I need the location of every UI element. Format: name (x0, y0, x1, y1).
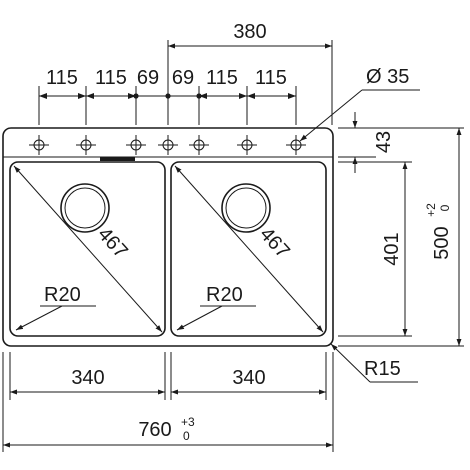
dim-label-401: 401 (381, 232, 403, 265)
corner-radius-label: R15 (364, 358, 401, 380)
hole-spacing-label-2: 115 (95, 67, 127, 89)
tap-hole-icon (126, 135, 146, 155)
dim-tol-500-upper: +2 (424, 203, 438, 217)
left-diagonal-line (13, 165, 163, 333)
dim-tol-760-lower: 0 (183, 429, 190, 443)
hole-spacing-label-5: 115 (206, 67, 238, 89)
sink-outer-outline (2, 127, 334, 347)
dim-label-340-left: 340 (71, 367, 104, 389)
tap-hole-icon (286, 135, 306, 155)
hole-spacing-label-6: 115 (255, 67, 287, 89)
right-diagonal-line (174, 165, 324, 333)
right-drain-inner (225, 187, 267, 229)
tap-hole-icon (237, 135, 257, 155)
dim-label-43: 43 (373, 131, 395, 153)
hole-spacing-arrows (39, 93, 296, 99)
tap-hole-icon (189, 135, 209, 155)
dim-label-760: 760 (138, 419, 171, 441)
tap-hole-icon (29, 135, 49, 155)
hole-spacing-label-3: 69 (137, 67, 159, 89)
dim-label-340-right: 340 (232, 367, 265, 389)
left-bowl-outline (9, 161, 166, 337)
right-drain-icon (221, 183, 271, 233)
corner-radius-leader (330, 343, 371, 383)
left-diagonal-label: 467 (93, 223, 132, 263)
hole-spacing-label-4: 69 (172, 67, 194, 89)
tap-hole-icon (158, 135, 178, 155)
hole-spacing-label-1: 115 (46, 67, 78, 89)
tap-hole-icon (76, 135, 96, 155)
dim-tol-760-upper: +3 (181, 415, 195, 429)
dim-tol-500-lower: 0 (438, 204, 452, 211)
overflow-slot (100, 157, 135, 161)
left-radius-label: R20 (44, 284, 81, 306)
right-bowl-outline (170, 161, 327, 337)
dim-label-500: 500 (431, 226, 453, 259)
right-diagonal-label: 467 (255, 223, 294, 263)
left-drain-icon (60, 183, 110, 233)
dim-label-380: 380 (233, 21, 266, 43)
diameter-label: Ø 35 (366, 66, 409, 88)
left-radius-leader (15, 305, 63, 331)
hole-spacing-ext-lines (38, 86, 297, 125)
right-radius-label: R20 (206, 284, 243, 306)
diameter-leader (299, 89, 363, 142)
right-radius-leader (176, 305, 223, 331)
tap-holes (29, 135, 306, 155)
left-drain-inner (64, 187, 106, 229)
